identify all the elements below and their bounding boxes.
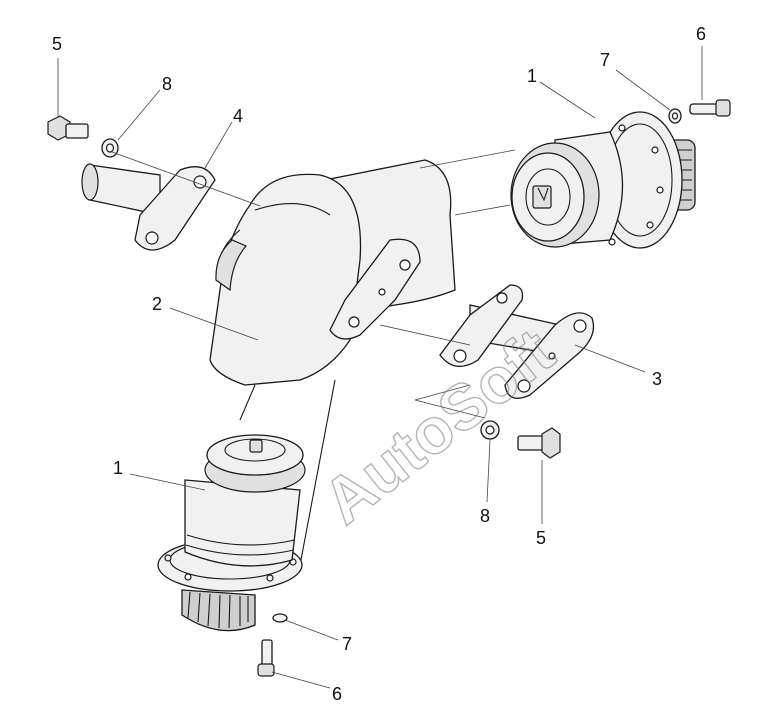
bolt-5-bottom	[517, 427, 561, 459]
callout-labels: 5 8 4 1 7 6 2 3 1 8 5 7 6	[52, 24, 706, 704]
flanged-pipe-3	[439, 284, 595, 399]
callout-8-top: 8	[162, 74, 172, 94]
callout-5-bottom: 5	[536, 528, 546, 548]
callout-1-top: 1	[527, 66, 537, 86]
washer-7-top	[668, 108, 682, 124]
callout-4: 4	[233, 106, 243, 126]
washer-7-bottom	[272, 613, 288, 623]
pump-unit-bottom	[157, 434, 306, 632]
watermark-text: AutoSoft	[310, 315, 567, 538]
pump-unit-top	[510, 111, 696, 249]
callout-6-top: 6	[696, 24, 706, 44]
callout-5-top: 5	[52, 34, 62, 54]
callout-6-bottom: 6	[332, 684, 342, 704]
elbow-housing	[209, 159, 456, 566]
washer-8-top	[101, 138, 119, 158]
bolt-5-top	[47, 115, 89, 141]
callout-leaders	[57, 46, 703, 689]
callout-2: 2	[152, 294, 162, 314]
callout-7-bottom: 7	[342, 634, 352, 654]
screw-6-bottom	[257, 639, 275, 677]
callout-7-top: 7	[600, 50, 610, 70]
callout-8-bottom: 8	[480, 506, 490, 526]
assembly-lines	[111, 149, 516, 419]
flanged-pipe-4	[81, 163, 216, 251]
callout-3: 3	[652, 369, 662, 389]
washer-8-bottom	[480, 420, 500, 440]
callout-1-bottom: 1	[113, 458, 123, 478]
screw-6-top	[689, 99, 731, 117]
